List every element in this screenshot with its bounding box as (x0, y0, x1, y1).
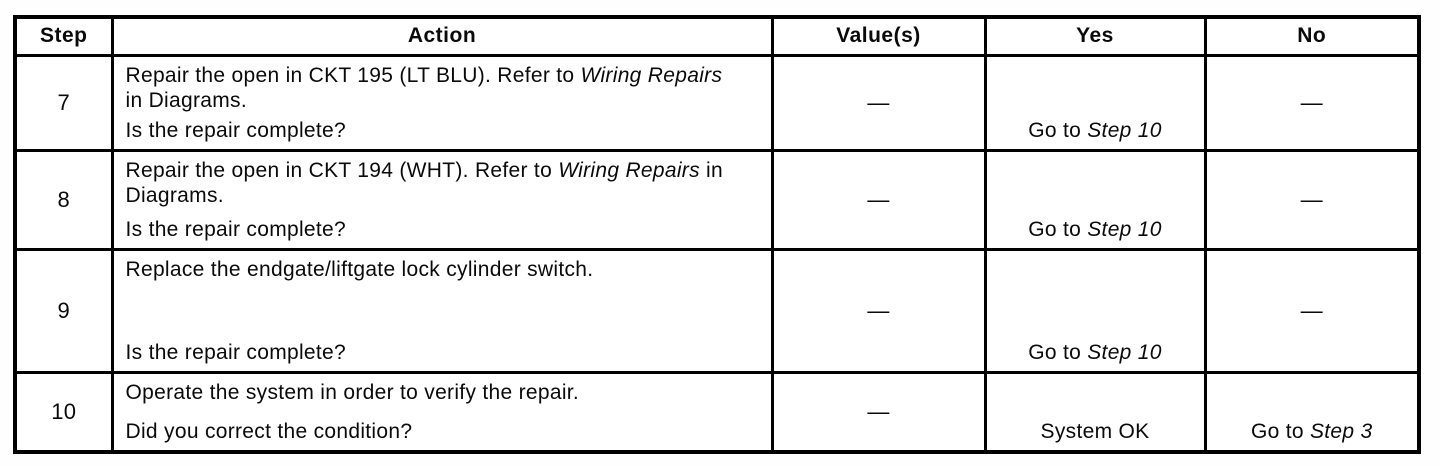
action-cell: Repair the open in CKT 195 (LT BLU). Ref… (110, 53, 774, 152)
yes-goto-text: Go to Step 10 (987, 218, 1204, 242)
values-cell: — (770, 148, 987, 251)
yes-goto-text: Go to Step 10 (987, 119, 1204, 143)
action-content: Repair the open in CKT 194 (WHT). Refer … (126, 158, 763, 242)
action-text: Replace the endgate/liftgate lock cylind… (126, 257, 726, 282)
step-number: 10 (13, 370, 114, 454)
action-text-italic: Wiring Repairs (580, 63, 723, 87)
action-text-italic: Wiring Repairs (558, 158, 700, 182)
action-content: Operate the system in order to verify th… (126, 380, 763, 445)
no-text: — (1300, 89, 1323, 115)
no-cell: — (1203, 148, 1421, 251)
values-cell: — (770, 370, 987, 454)
col-header-no: No (1203, 15, 1421, 57)
yes-cell: Go to Step 10 (983, 148, 1207, 251)
no-text: — (1300, 186, 1323, 212)
col-header-yes: Yes (983, 15, 1207, 57)
yes-text-pre: Go to (1028, 217, 1088, 241)
no-cell: — (1203, 53, 1421, 152)
yes-text-pre: Go to (1028, 340, 1088, 364)
yes-text-pre: System OK (1040, 420, 1150, 443)
no-cell: — (1203, 247, 1421, 374)
yes-text-italic: Step 10 (1087, 340, 1162, 364)
table-row-step-9: 9 Replace the endgate/liftgate lock cyli… (13, 247, 1421, 374)
yes-text-pre: Go to (1028, 118, 1088, 142)
yes-goto-text: Go to Step 10 (987, 341, 1204, 365)
action-text: Operate the system in order to verify th… (126, 380, 726, 405)
col-header-values: Value(s) (770, 15, 987, 57)
step-number: 7 (13, 53, 114, 152)
yes-text-italic: Step 10 (1087, 118, 1162, 142)
no-cell: Go to Step 3 (1203, 370, 1421, 454)
action-question: Is the repair complete? (125, 340, 347, 364)
action-cell: Operate the system in order to verify th… (110, 370, 774, 454)
action-question: Is the repair complete? (125, 118, 347, 142)
no-text-pre: Go to (1250, 420, 1310, 443)
table-row-step-7: 7 Repair the open in CKT 195 (LT BLU). R… (13, 53, 1421, 152)
action-text-pre: Repair the open in CKT 194 (WHT). Refer … (125, 158, 559, 182)
action-cell: Replace the endgate/liftgate lock cylind… (110, 247, 774, 374)
values-cell: — (770, 247, 987, 374)
action-content: Repair the open in CKT 195 (LT BLU). Ref… (126, 63, 763, 143)
no-text: — (1300, 297, 1323, 323)
yes-cell: System OK (983, 370, 1207, 454)
diagnostic-table: Step Action Value(s) Yes No 7 Repair the… (13, 15, 1421, 454)
action-cell: Repair the open in CKT 194 (WHT). Refer … (110, 148, 774, 251)
yes-cell: Go to Step 10 (983, 53, 1207, 152)
action-text-pre: Operate the system in order to verify th… (125, 380, 580, 404)
action-text: Repair the open in CKT 195 (LT BLU). Ref… (126, 63, 726, 113)
action-text-post: in Diagrams. (125, 88, 247, 112)
action-text-post: in Diagrams. (125, 158, 723, 207)
no-text-italic: Step 3 (1309, 420, 1373, 443)
action-text: Repair the open in CKT 194 (WHT). Refer … (126, 158, 726, 208)
table-row-step-10: 10 Operate the system in order to verify… (13, 370, 1421, 454)
col-header-action: Action (110, 15, 774, 57)
no-goto-text: Go to Step 3 (1207, 420, 1418, 444)
col-header-step: Step (13, 15, 114, 57)
step-number: 8 (13, 148, 114, 251)
step-number: 9 (13, 247, 114, 374)
action-question: Did you correct the condition? (125, 420, 413, 443)
yes-cell: Go to Step 10 (983, 247, 1207, 374)
action-text-pre: Repair the open in CKT 195 (LT BLU). Ref… (125, 63, 581, 87)
yes-text-italic: Step 10 (1087, 217, 1162, 241)
table-header-row: Step Action Value(s) Yes No (13, 15, 1421, 57)
action-text-pre: Replace the endgate/liftgate lock cylind… (125, 257, 594, 281)
table-row-step-8: 8 Repair the open in CKT 194 (WHT). Refe… (13, 148, 1421, 251)
yes-result-text: System OK (987, 420, 1204, 444)
action-question: Is the repair complete? (125, 217, 347, 241)
values-cell: — (770, 53, 987, 152)
action-content: Replace the endgate/liftgate lock cylind… (126, 257, 763, 365)
